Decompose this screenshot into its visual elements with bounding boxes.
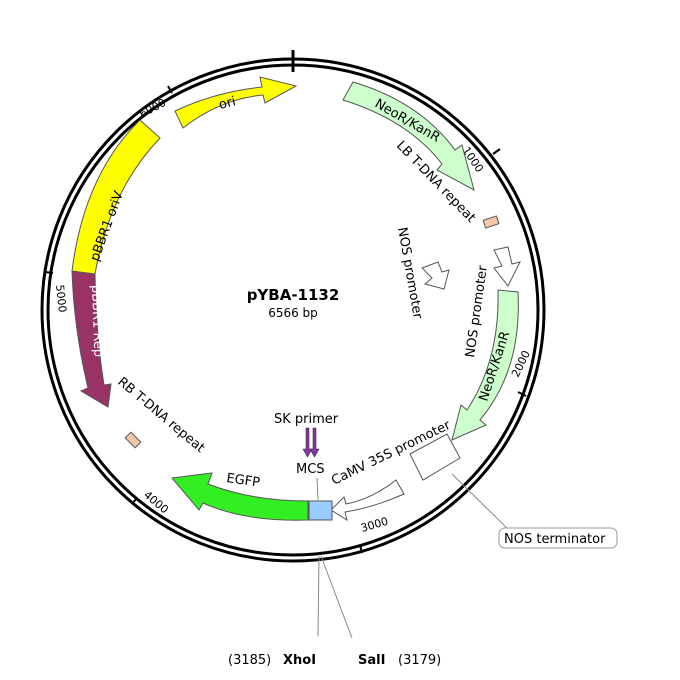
feature-nos-promoter-outer-label: NOS promoter — [463, 264, 491, 358]
feature-nos-promoter-inner-arrow[interactable] — [421, 261, 450, 290]
tick-label-5000: 5000 — [53, 284, 69, 313]
tick-label-6000: 6000 — [137, 96, 168, 121]
nos-terminator-callout-box — [498, 527, 618, 549]
mcs-leader — [316, 477, 319, 501]
plasmid-size: 6566 bp — [268, 306, 318, 320]
xhoi-position: (3185) — [228, 653, 271, 668]
feature-nos-promoter-outer-arrow[interactable] — [493, 246, 521, 287]
sali-position: (3179) — [398, 653, 441, 668]
feature-sk-primer[interactable] — [302, 427, 320, 458]
feature-egfp-label: EGFP — [225, 471, 261, 491]
sali-site-label: SalI — [358, 653, 385, 668]
feature-lb-repeat[interactable] — [482, 215, 500, 229]
tick-marks — [44, 85, 527, 554]
xhoi-site-label: XhoI — [283, 653, 316, 668]
feature-ori-label: ori — [217, 94, 237, 113]
feature-camv-arrow[interactable] — [330, 479, 405, 522]
feature-neor-outer-label: NeoR/KanR — [372, 96, 442, 145]
feature-sk-primer-label: SK primer — [274, 412, 339, 427]
plasmid-name: pYBA-1132 — [247, 286, 340, 304]
feature-nos-promoter-inner-label: NOS promoter — [394, 226, 425, 321]
feature-nos-terminator-box[interactable] — [409, 433, 461, 481]
feature-pbbr1-rep-arrow[interactable] — [71, 270, 112, 408]
feature-neor-inner-arrow[interactable] — [451, 289, 519, 441]
tick-label-3000: 3000 — [359, 515, 389, 535]
feature-neor-outer-arrow[interactable] — [342, 81, 475, 191]
feature-egfp-arrow[interactable] — [171, 472, 309, 521]
xhoi-leader — [317, 555, 320, 637]
feature-rb-repeat[interactable] — [124, 431, 142, 449]
nos-terminator-leader — [451, 473, 517, 538]
feature-pbbr1-rep-label: pBBR1 Rep — [88, 285, 106, 358]
feature-ori-arrow[interactable] — [174, 76, 298, 129]
feature-mcs-label: MCS — [296, 462, 325, 477]
sali-leader — [320, 555, 353, 639]
nos-terminator-callout-label: NOS terminator — [504, 532, 606, 547]
feature-pbbr1-oriv-block[interactable] — [71, 119, 161, 275]
feature-rb-label: RB T-DNA repeat — [114, 375, 207, 456]
feature-mcs-box[interactable] — [308, 500, 333, 521]
